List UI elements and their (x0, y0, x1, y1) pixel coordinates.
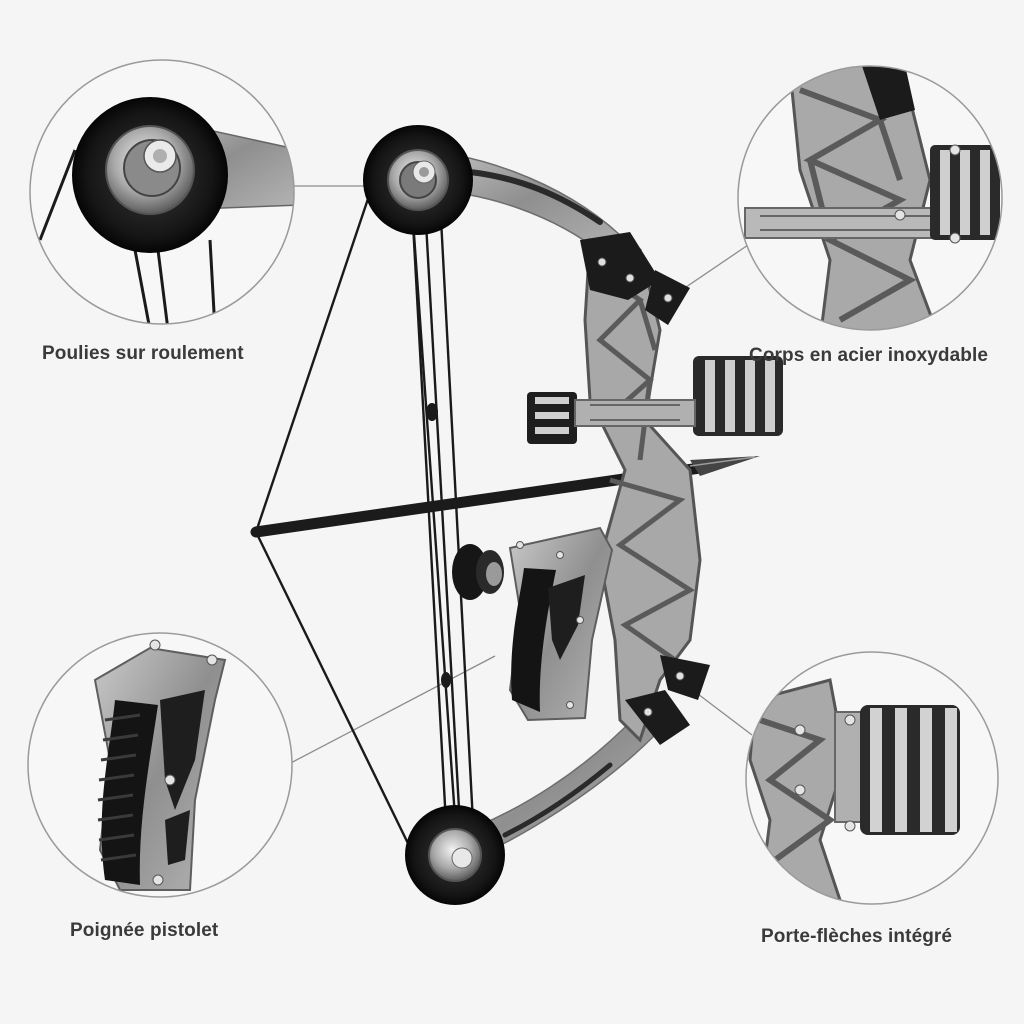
cable-guard-wheel (452, 544, 504, 600)
label-stainless-body: Corps en acier inoxydable (749, 345, 989, 366)
callout-body-zoom (737, 65, 1003, 331)
string-knots (426, 403, 451, 688)
arrow-rest-block (693, 356, 783, 436)
bow-strings (254, 174, 477, 869)
riser (580, 232, 710, 745)
callout-pulleys-zoom (29, 59, 295, 325)
callout-arrow-rest-zoom (745, 651, 999, 905)
bottom-pulley (405, 805, 505, 905)
label-arrow-rest: Porte-flèches intégré (761, 926, 953, 947)
label-pulleys: Poulies sur roulement (42, 343, 244, 364)
sight-bracket (527, 392, 696, 444)
callout-grip-zoom (27, 632, 293, 898)
label-pistol-grip: Poignée pistolet (70, 920, 219, 941)
top-pulley (363, 125, 473, 235)
pistol-grip (508, 526, 614, 722)
